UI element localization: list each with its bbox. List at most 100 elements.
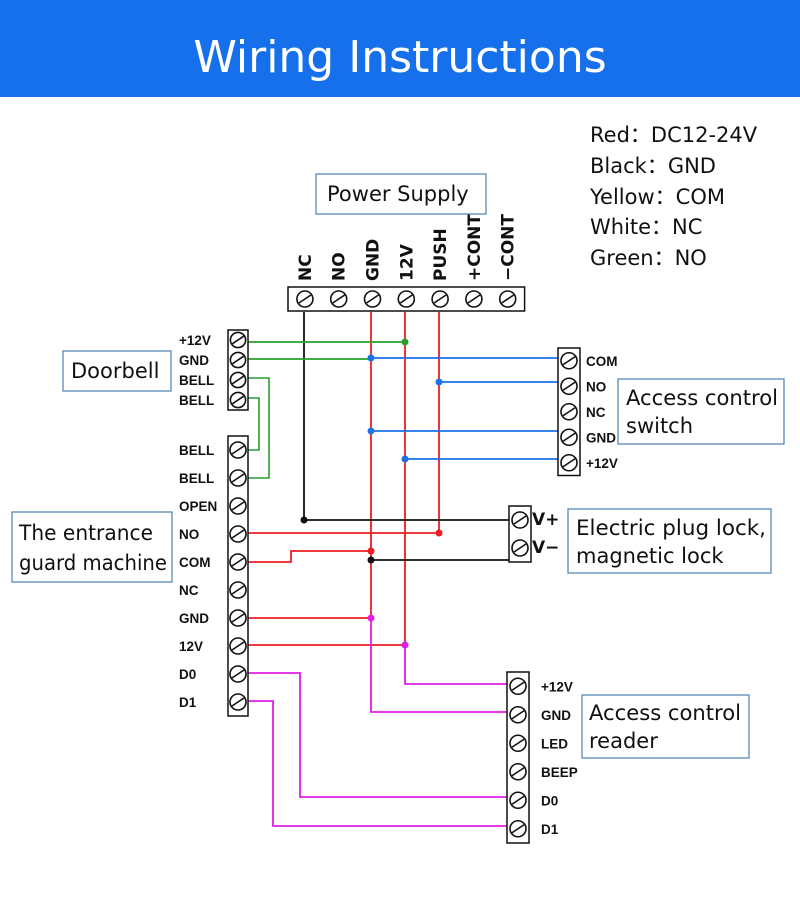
terminal-label: GND (364, 239, 384, 281)
magenta-wire-gnd (370, 618, 517, 713)
magenta-wire-d1 (238, 700, 517, 827)
screw-terminal-icon (498, 290, 517, 308)
terminal-label: LED (541, 736, 568, 751)
screw-terminal-icon (431, 290, 449, 308)
terminal-label: +12V (541, 679, 573, 694)
junction-dot (401, 338, 409, 346)
terminal-label: BELL (179, 393, 214, 408)
callout-doorbell: Doorbell (62, 350, 172, 392)
terminal-label: 12V (179, 639, 203, 654)
callout-line: Access control (589, 701, 741, 725)
callout-line: The entrance (18, 521, 153, 545)
terminal-label: NC (179, 583, 199, 598)
terminal-label: NO (179, 527, 199, 542)
terminal-label: GND (179, 353, 209, 368)
screw-terminal-icon (229, 609, 247, 627)
callout-lock: Electric plug lock, magnetic lock (567, 508, 772, 574)
terminal-label: GND (541, 708, 571, 723)
terminal-label: D0 (179, 667, 196, 682)
terminal-label: OPEN (179, 499, 217, 514)
junction-dot (401, 455, 409, 463)
junction-dot (367, 354, 375, 362)
junction-dot (401, 641, 409, 649)
legend-entry: Black：GND (590, 154, 716, 178)
screw-terminal-icon (509, 705, 527, 724)
screw-terminal-icon (560, 453, 578, 472)
callout-line: Electric plug lock, (576, 516, 766, 540)
terminal-label: NC (586, 405, 606, 420)
legend-entry: Red：DC12-24V (590, 123, 758, 147)
red-wire-com (238, 550, 371, 563)
callout-line: Power Supply (327, 182, 469, 206)
callout-line: magnetic lock (576, 544, 724, 568)
screw-terminal-icon (560, 377, 578, 396)
screw-terminal-icon (509, 762, 527, 781)
screw-terminal-icon (229, 525, 247, 543)
callout-entrance-machine: The entrance guard machine (11, 511, 173, 583)
magenta-wire-12v (404, 645, 517, 685)
terminal-label: D1 (541, 822, 559, 837)
doorbell-terminal-strip: +12V GND BELL BELL (179, 329, 249, 411)
screw-terminal-icon (229, 371, 247, 389)
junction-dot (367, 427, 375, 435)
terminal-label: +CONT (465, 214, 485, 281)
screw-terminal-icon (229, 497, 247, 515)
screw-terminal-icon (229, 331, 247, 349)
terminal-label: BELL (179, 373, 214, 388)
terminal-label: NO (330, 252, 350, 281)
screw-terminal-icon (397, 290, 416, 308)
screw-terminal-icon (509, 734, 527, 753)
terminal-label: D1 (179, 695, 197, 710)
wires (238, 312, 569, 827)
screw-terminal-icon (229, 637, 247, 655)
junction-dot (367, 614, 375, 622)
page-title: Wiring Instructions (193, 32, 607, 83)
screw-terminal-icon (229, 469, 247, 487)
screw-terminal-icon (229, 351, 247, 369)
lock-terminal-strip: V+V− (508, 505, 559, 563)
junction-dot (300, 516, 308, 524)
green-wire-bell-1 (238, 377, 270, 479)
terminal-label: BEEP (541, 765, 578, 780)
magenta-wire-d0 (238, 672, 517, 798)
callout-reader: Access control reader (581, 694, 750, 759)
legend-entry: Yellow：COM (589, 185, 725, 209)
terminal-label: BELL (179, 471, 214, 486)
title-banner: Wiring Instructions (0, 0, 800, 97)
junction-dot (367, 556, 375, 564)
terminal-label: COM (179, 555, 211, 570)
callout-line: reader (589, 729, 658, 753)
terminal-label: NO (586, 379, 606, 394)
callout-power-supply: Power Supply (315, 173, 487, 215)
screw-terminal-icon (229, 391, 247, 409)
callout-line: Access control (626, 386, 778, 410)
screw-terminal-icon (229, 441, 247, 459)
terminal-label: V+ (532, 510, 559, 530)
screw-terminal-icon (509, 677, 527, 696)
screw-terminal-icon (560, 428, 578, 447)
junction-dot (435, 378, 443, 386)
black-wire-nc (303, 312, 519, 521)
callout-switch: Access control switch (617, 378, 785, 445)
screw-terminal-icon (511, 539, 529, 557)
terminal-label: GND (586, 430, 616, 445)
screw-terminal-icon (329, 290, 348, 308)
callout-line: switch (626, 414, 693, 438)
screw-terminal-icon (560, 351, 578, 370)
junction-dot (435, 529, 443, 537)
screw-terminal-icon (509, 819, 527, 838)
terminal-label: +12V (179, 333, 211, 348)
screw-terminal-icon (509, 791, 527, 810)
terminal-label: PUSH (431, 228, 451, 281)
color-legend: Red：DC12-24V Black：GND Yellow：COM White：… (589, 123, 758, 270)
junction-dot (367, 547, 375, 555)
screw-terminal-icon (229, 553, 247, 571)
red-wire-push-no (238, 312, 440, 534)
screw-terminal-icon (511, 511, 529, 529)
screw-terminal-icon (465, 290, 483, 308)
callout-line: Doorbell (71, 359, 159, 383)
